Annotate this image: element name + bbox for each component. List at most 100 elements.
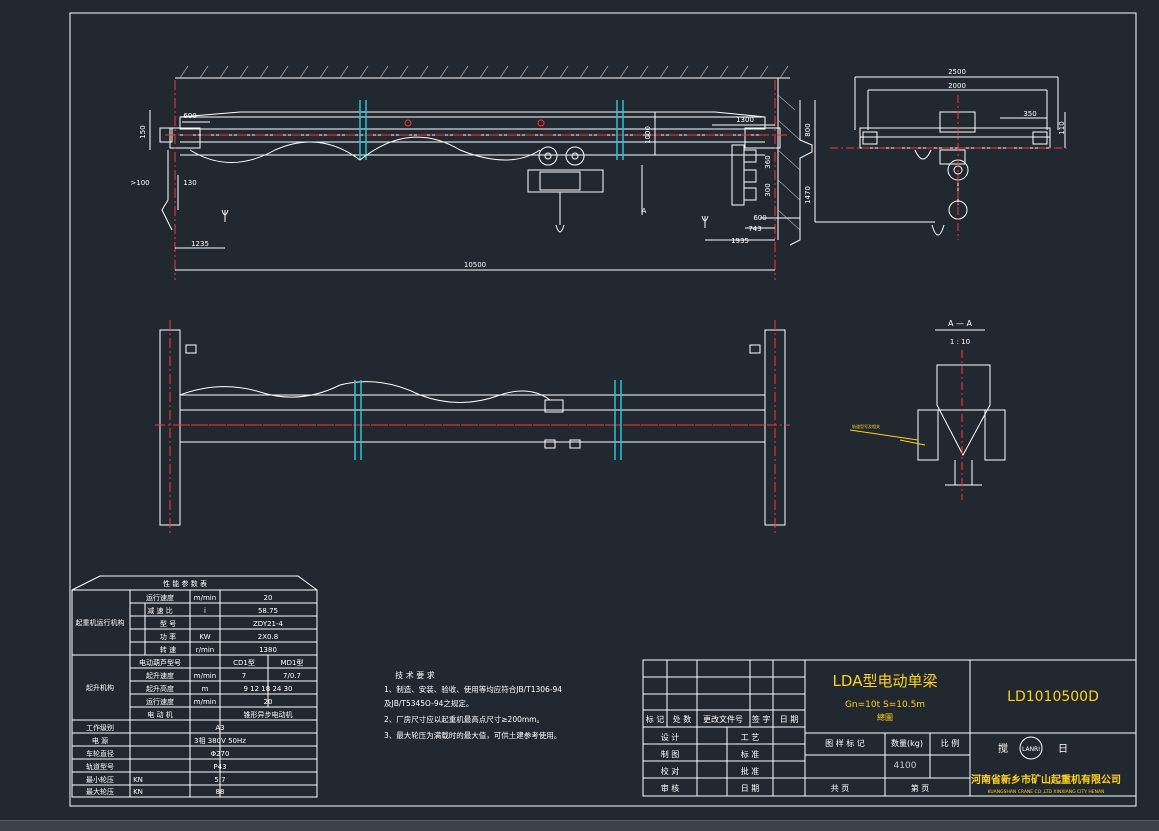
dim-span: 10500 <box>464 261 486 269</box>
dim-300: 300 <box>764 183 772 196</box>
dim-360: 360 <box>764 155 772 168</box>
perf-b4-val: 5.7 <box>214 776 225 784</box>
side-view <box>830 76 1070 240</box>
tech-title: 技 术 要 求 <box>395 670 435 680</box>
perf-r3-unit: KW <box>199 633 210 641</box>
tb-h2: 更改文件号 <box>703 714 743 724</box>
tb-mark: 图 样 标 记 <box>825 738 865 748</box>
tb-h1: 处 数 <box>673 714 692 724</box>
perf-r3-val: 2X0.8 <box>258 633 278 641</box>
tb-r2b: 批 准 <box>741 766 760 776</box>
perf-r0-unit: m/min <box>194 594 216 602</box>
perf-r4-unit: r/min <box>196 646 214 654</box>
logo-right: 日 <box>1058 744 1068 755</box>
tech-line-1: 1、制造、安装、验收、使用等均应符合JB/T1306-94 <box>384 684 562 694</box>
drawing-title: LDA型电动单梁 <box>833 672 938 690</box>
perf-r2-val: ZDY21-4 <box>253 620 284 628</box>
company-name-cn: 河南省新乡市矿山起重机有限公司 <box>971 773 1121 786</box>
dim-2000: 2000 <box>948 82 966 90</box>
dim-350: 350 <box>1023 110 1036 118</box>
dim-150: 150 <box>139 125 147 138</box>
plan-view <box>155 320 790 535</box>
perf-h2-val: 20 <box>264 698 273 706</box>
perf-b3-val: P43 <box>213 763 226 771</box>
perf-h3-val: 锥形异步电动机 <box>244 710 293 719</box>
perf-group2: 起升机构 <box>86 683 114 692</box>
dim-2500: 2500 <box>948 68 966 76</box>
perf-r1-unit: i <box>204 607 206 615</box>
section-marker-a: A <box>642 207 647 215</box>
perf-r4-label: 转 速 <box>160 645 176 654</box>
title-block-frame <box>642 659 1137 797</box>
dim-1470: 1470 <box>804 186 812 204</box>
tb-r0b: 工 艺 <box>741 733 760 742</box>
perf-b5-unit: KN <box>133 788 143 796</box>
perf-b2-val: Φ270 <box>211 750 230 758</box>
section-title: A — A <box>948 319 973 328</box>
perf-b0-label: 工作级别 <box>86 723 114 732</box>
tb-r3a: 审 核 <box>661 783 680 793</box>
tech-line-4: 3、最大轮压为满载时的最大值，可供土建参考使用。 <box>384 730 561 740</box>
perf-title: 性 能 参 数 表 <box>163 579 207 588</box>
perf-r0-label: 运行速度 <box>146 593 174 602</box>
dim-1935: 1935 <box>731 237 749 245</box>
tb-r2a: 校 对 <box>661 766 680 776</box>
perf-r0-val: 20 <box>264 594 273 602</box>
tb-scale: 比 例 <box>941 738 960 748</box>
perf-r1-label: 减 速 比 <box>147 606 172 615</box>
section-callout: 轨道型号及相关 <box>852 423 880 429</box>
front-elevation <box>149 65 935 280</box>
tb-h4: 日 期 <box>780 715 799 724</box>
tb-h0: 标 记 <box>646 714 665 724</box>
perf-b4-label: 最小轮压 <box>86 775 114 784</box>
tb-sheet-no: 第 页 <box>911 783 930 793</box>
dim-1000: 1000 <box>644 126 652 144</box>
perf-h0-val2: 7/0.7 <box>283 672 301 680</box>
perf-h3-label: 电 动 机 <box>147 710 172 719</box>
dim-600: 600 <box>753 214 766 222</box>
perf-r4-val: 1380 <box>259 646 277 654</box>
perf-b2-label: 车轮直径 <box>86 749 114 758</box>
perf-h0-label: 起升速度 <box>146 671 174 680</box>
performance-table-frame <box>71 575 318 798</box>
tb-r1b: 标 准 <box>741 749 760 759</box>
perf-h1-label: 起升高度 <box>146 684 174 693</box>
perf-r3-label: 功 率 <box>160 632 176 641</box>
title-block-grid <box>643 660 1136 796</box>
section-a-a <box>849 329 1006 500</box>
perf-h2-label: 运行速度 <box>146 697 174 706</box>
perf-hoist-model-1: CD1型 <box>233 658 255 667</box>
perf-b5-label: 最大轮压 <box>86 787 114 796</box>
dim-743: 743 <box>748 225 761 233</box>
tech-line-3: 2、厂房尺寸应以起重机最高点尺寸≥200mm。 <box>384 714 544 724</box>
section-scale: 1 : 10 <box>950 338 970 346</box>
drawing-border <box>69 12 1137 807</box>
tb-qty: 数量(kg) <box>891 738 923 748</box>
tb-r3b: 日 期 <box>741 784 760 793</box>
dim-800: 800 <box>804 123 812 136</box>
logo-mid: LANRI <box>1022 746 1040 753</box>
perf-h1-val: 9 12 18 24 30 <box>244 685 293 693</box>
perf-hoist-header: 电动葫芦型号 <box>139 658 181 667</box>
perf-b4-unit: KN <box>133 776 143 784</box>
perf-b3-label: 轨道型号 <box>86 762 114 771</box>
tb-r0a: 设 计 <box>661 732 680 742</box>
dim-600-left: 600 <box>183 112 196 120</box>
perf-b1-label: 电 源 <box>92 736 108 745</box>
perf-b0-val: A3 <box>215 724 224 732</box>
perf-r2-label: 型 号 <box>160 619 176 628</box>
tb-r1a: 制 图 <box>661 749 680 759</box>
drawing-spec: Gn=10t S=10.5m <box>845 700 925 710</box>
logo-left: 搅 <box>998 742 1008 755</box>
perf-h0-val1: 7 <box>242 672 246 680</box>
drawing-weight: 4100 <box>894 761 917 771</box>
tb-h3: 签 字 <box>752 714 771 724</box>
drawing-code: LD1010500D <box>1007 689 1099 705</box>
company-name-en: KUANGSHAN CRANE CO.,LTD XINXIANG CITY HE… <box>988 789 1105 795</box>
dim-130: 130 <box>183 179 196 187</box>
dim-1235: 1235 <box>191 240 209 248</box>
dim-110: 110 <box>1058 121 1066 134</box>
perf-h2-unit: m/min <box>194 698 216 706</box>
